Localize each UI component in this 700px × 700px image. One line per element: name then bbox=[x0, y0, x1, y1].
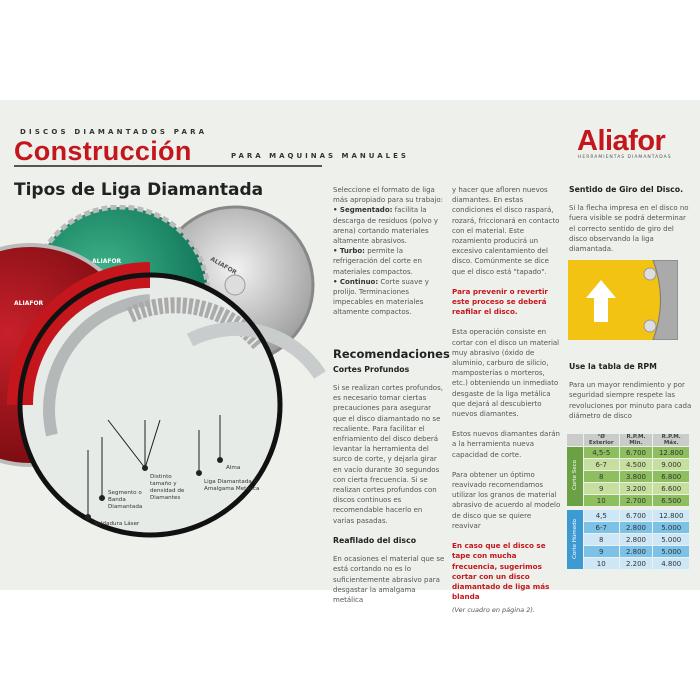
rpm-cell: 9 bbox=[584, 483, 619, 494]
cortes-heading: Cortes Profundos bbox=[333, 364, 410, 374]
rpm-cell: 4,5-5 bbox=[584, 447, 619, 458]
warning-liga-blanda: En caso que el disco se tape con mucha f… bbox=[452, 541, 550, 602]
column-2: y hacer que afloren nuevos diamantes. En… bbox=[452, 185, 562, 626]
reafilado-heading: Reafilado del disco bbox=[333, 535, 417, 545]
rpm-cell: 6.700 bbox=[619, 447, 653, 458]
rpm-cell: 8 bbox=[584, 471, 619, 482]
rpm-cell: 5.000 bbox=[653, 546, 689, 557]
brand-tagline: HERRAMIENTAS DIAMANTADAS bbox=[578, 155, 672, 160]
rpm-cell: 9.000 bbox=[653, 459, 689, 470]
rpm-cell: 12.800 bbox=[653, 510, 689, 521]
rpm-cell: 10 bbox=[584, 558, 619, 569]
rpm-cell: 6.500 bbox=[653, 495, 689, 506]
rpm-cell: 6.600 bbox=[653, 483, 689, 494]
svg-text:ALIAFOR: ALIAFOR bbox=[92, 258, 122, 265]
label-distinto: Distinto tamaño y densidad de Diamantes bbox=[150, 474, 185, 501]
rpm-cell: 6.700 bbox=[619, 510, 653, 521]
intro-text: Seleccione el formato de liga más apropi… bbox=[333, 186, 444, 205]
note-ver-cuadro: (Ver cuadro en página 2). bbox=[452, 606, 535, 615]
rpm-text: Para un mayor rendimiento y por segurida… bbox=[569, 381, 692, 420]
liga-type-segmentado: • Segmentado: facilita la descarga de re… bbox=[333, 206, 439, 246]
arrow-up-icon bbox=[586, 280, 616, 322]
header-kicker: DISCOS DIAMANTADOS PARA bbox=[20, 128, 208, 136]
col2-p2: Esta operación consiste en cortar con el… bbox=[452, 328, 560, 419]
magnified-cross-section bbox=[20, 275, 280, 535]
seco-side-label: Corte Seco bbox=[567, 447, 583, 506]
rpm-cell: 3.200 bbox=[619, 483, 653, 494]
rpm-heading: Use la tabla de RPM bbox=[569, 362, 657, 371]
rpm-cell: 5.000 bbox=[653, 522, 689, 533]
giro-text: Si la flecha impresa en el disco no fuer… bbox=[569, 204, 689, 254]
label-alma: Alma bbox=[226, 465, 241, 471]
rpm-cell: 6-7 bbox=[584, 522, 619, 533]
rpm-cell: 2.200 bbox=[619, 558, 653, 569]
column-1: Seleccione el formato de liga más apropi… bbox=[333, 185, 450, 615]
svg-text:ALIAFOR: ALIAFOR bbox=[14, 300, 44, 307]
liga-type-continuo: • Continuo: Corte suave y prolijo. Termi… bbox=[333, 277, 429, 317]
rpm-cell: 3.800 bbox=[619, 471, 653, 482]
cortes-text: Si se realizan cortes profundos, es nece… bbox=[333, 384, 443, 525]
liga-type-turbo: • Turbo: permite la refrigeración del co… bbox=[333, 247, 422, 276]
rotation-direction-diagram bbox=[568, 260, 678, 340]
rpm-cell: 5.000 bbox=[653, 534, 689, 545]
header-rule bbox=[14, 165, 322, 167]
rpm-cell: 10 bbox=[584, 495, 619, 506]
recomendaciones-heading: Recomendaciones bbox=[333, 346, 450, 361]
rpm-cell: 6.800 bbox=[653, 471, 689, 482]
rpm-section: Use la tabla de RPM Para un mayor rendim… bbox=[569, 362, 694, 431]
rpm-cell: 2.800 bbox=[619, 522, 653, 533]
header-title: Construcción bbox=[14, 136, 192, 166]
diamond-discs-illustration: ALIAFOR ALIAFOR ALIAFOR bbox=[0, 205, 326, 538]
col2-p4: Para obtener un óptimo reavivado recomen… bbox=[452, 470, 561, 530]
rpm-cell: 4.500 bbox=[619, 459, 653, 470]
humedo-side-label: Corte Húmedo bbox=[567, 510, 583, 569]
section-title: Tipos de Liga Diamantada bbox=[14, 180, 264, 200]
rpm-cell: 2.700 bbox=[619, 495, 653, 506]
col2-p1: y hacer que afloren nuevos diamantes. En… bbox=[452, 186, 560, 276]
rpm-cell: 9 bbox=[584, 546, 619, 557]
header-subtitle: PARA MAQUINAS MANUALES bbox=[231, 152, 409, 160]
giro-heading: Sentido de Giro del Disco. bbox=[569, 185, 684, 194]
rpm-cell: 2.800 bbox=[619, 546, 653, 557]
brand-logo: Aliafor bbox=[577, 125, 666, 157]
warning-reafilar: Para prevenir o revertir este proceso se… bbox=[452, 286, 548, 317]
column-3: Sentido de Giro del Disco. Si la flecha … bbox=[569, 185, 694, 264]
rpm-cell: 12.800 bbox=[653, 447, 689, 458]
col2-p3: Estos nuevos diamantes darán a la herram… bbox=[452, 430, 560, 459]
label-liga: Liga Diamantada o Amalgama Metálica bbox=[204, 479, 260, 492]
rpm-cell: 4.800 bbox=[653, 558, 689, 569]
reafilado-text: En ocasiones el material que se está cor… bbox=[333, 555, 445, 604]
rpm-cell: 6-7 bbox=[584, 459, 619, 470]
rpm-cell: 2.800 bbox=[619, 534, 653, 545]
label-segmento: Segmento o Banda Diamantada bbox=[108, 490, 143, 510]
rpm-cell: 8 bbox=[584, 534, 619, 545]
rpm-cell: 4,5 bbox=[584, 510, 619, 521]
label-soldadura: Soldadura Láser bbox=[94, 521, 140, 527]
